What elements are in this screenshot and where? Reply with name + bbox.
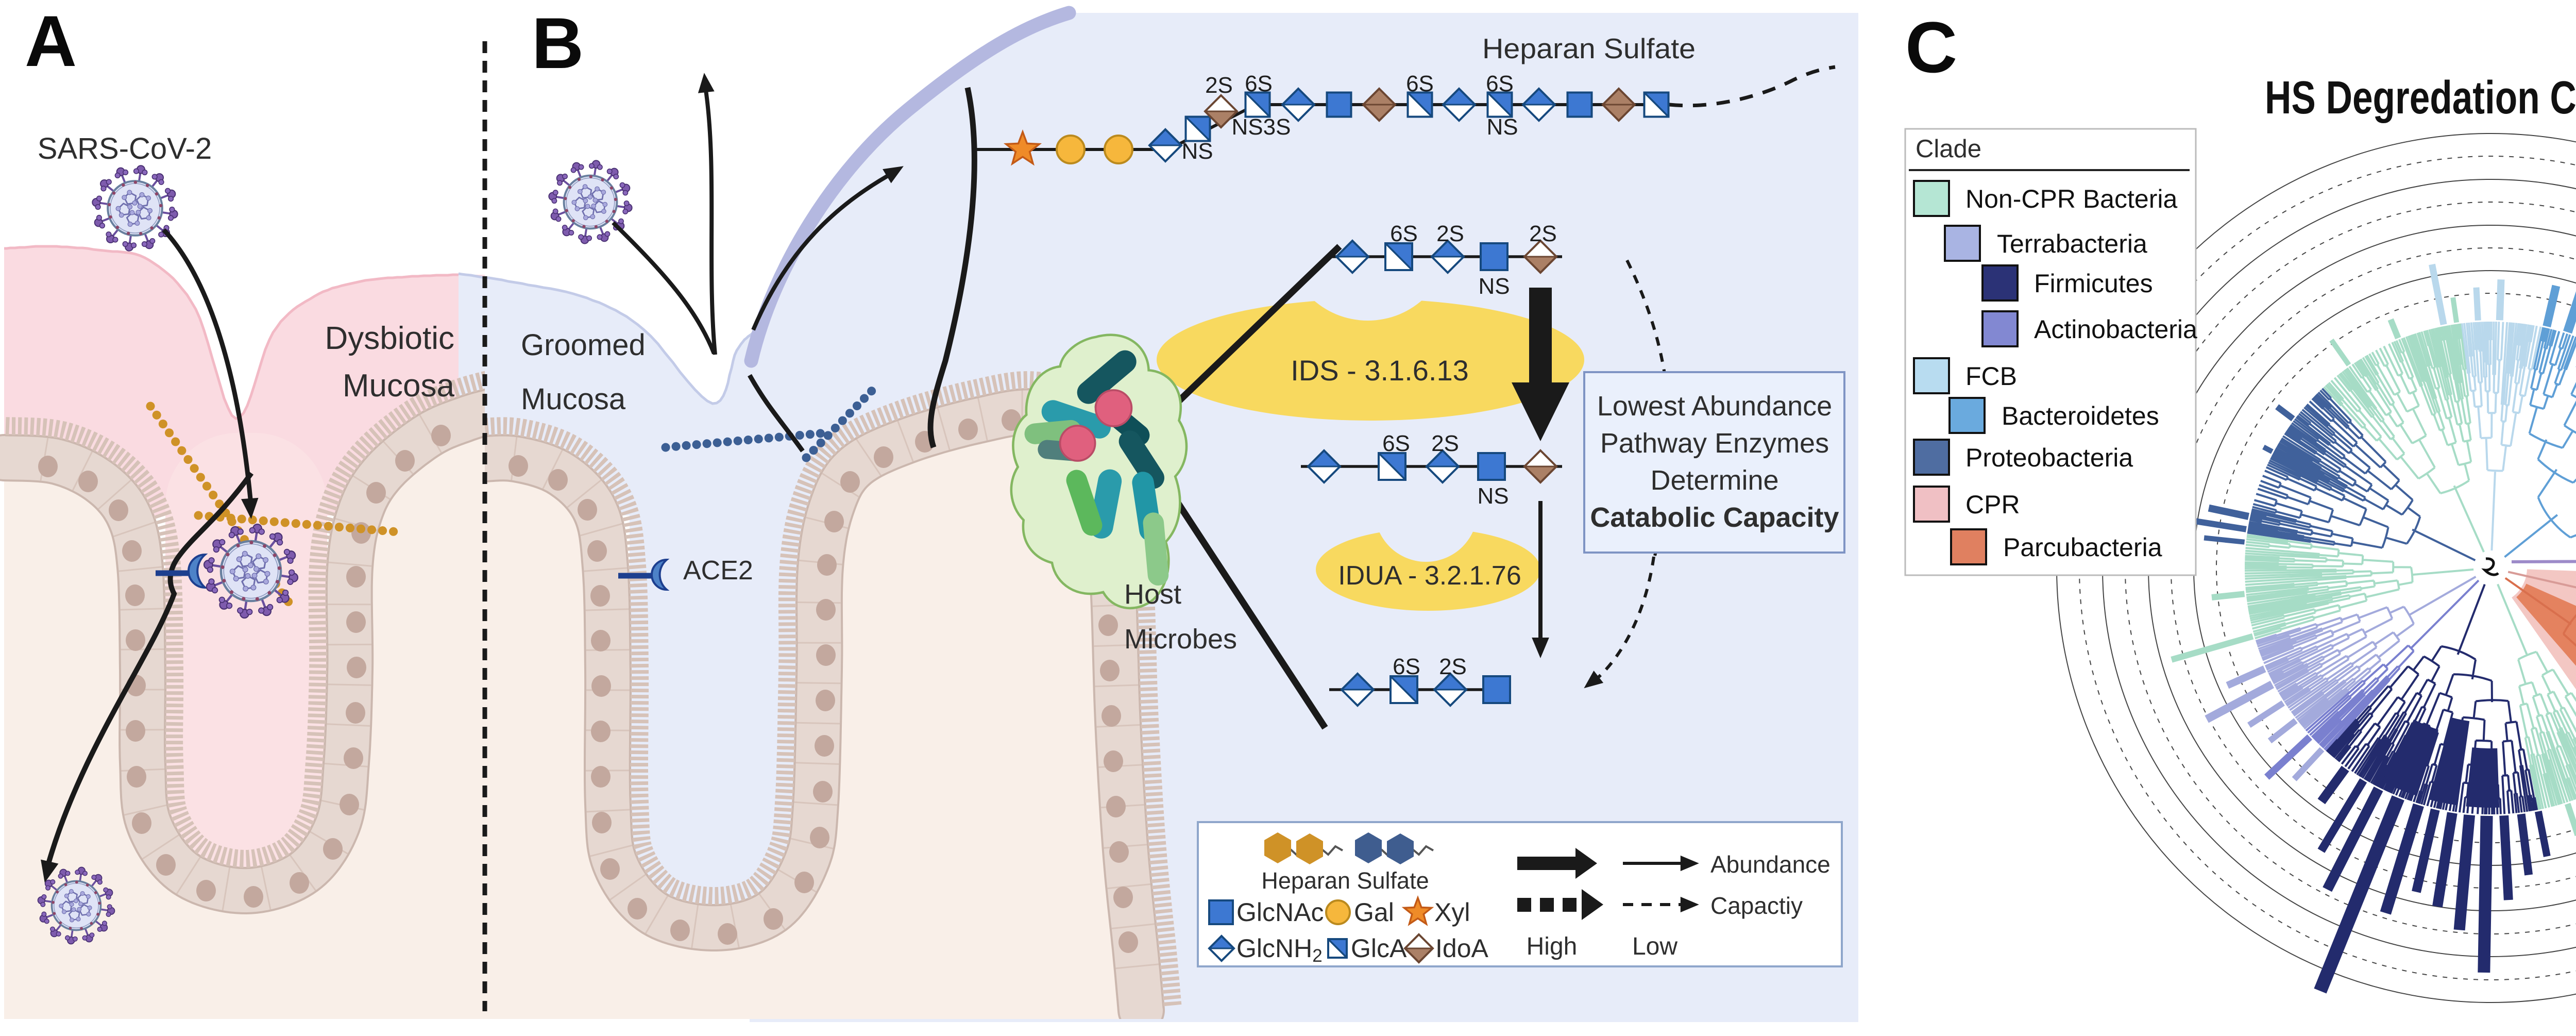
svg-text:NS3S: NS3S bbox=[1232, 114, 1291, 140]
svg-text:6S: 6S bbox=[1245, 71, 1273, 96]
svg-text:Capactiy: Capactiy bbox=[1710, 892, 1803, 919]
svg-text:Pathway Enzymes: Pathway Enzymes bbox=[1600, 428, 1829, 459]
svg-text:Groomed: Groomed bbox=[521, 328, 646, 362]
svg-text:6S: 6S bbox=[1393, 654, 1420, 679]
svg-text:Low: Low bbox=[1632, 933, 1677, 960]
svg-text:6S: 6S bbox=[1486, 71, 1514, 96]
svg-text:2S: 2S bbox=[1436, 221, 1464, 246]
svg-text:Microbes: Microbes bbox=[1124, 624, 1237, 655]
svg-text:2S: 2S bbox=[1205, 73, 1233, 98]
svg-text:IDUA - 3.2.1.76: IDUA - 3.2.1.76 bbox=[1338, 561, 1521, 591]
svg-text:Terrabacteria: Terrabacteria bbox=[1997, 229, 2147, 258]
svg-text:Actinobacteria: Actinobacteria bbox=[2034, 315, 2197, 344]
svg-text:A: A bbox=[25, 1, 77, 81]
svg-text:CPR: CPR bbox=[1965, 490, 2020, 519]
svg-text:6S: 6S bbox=[1390, 221, 1418, 246]
svg-text:6S: 6S bbox=[1406, 71, 1434, 96]
svg-text:Firmicutes: Firmicutes bbox=[2034, 269, 2153, 298]
svg-text:2S: 2S bbox=[1439, 654, 1467, 679]
svg-text:NS: NS bbox=[1486, 114, 1518, 140]
svg-text:Catabolic Capacity: Catabolic Capacity bbox=[1590, 502, 1839, 533]
svg-text:Host: Host bbox=[1124, 579, 1181, 610]
svg-text:NS: NS bbox=[1477, 483, 1509, 509]
svg-text:2S: 2S bbox=[1431, 431, 1459, 456]
svg-text:NS: NS bbox=[1181, 139, 1213, 164]
svg-text:NS: NS bbox=[1478, 274, 1510, 299]
svg-text:FCB: FCB bbox=[1965, 362, 2017, 391]
svg-text:Clade: Clade bbox=[1916, 135, 1981, 163]
svg-text:C: C bbox=[1905, 7, 1957, 88]
svg-text:Bacteroidetes: Bacteroidetes bbox=[2002, 402, 2159, 430]
svg-text:ACE2: ACE2 bbox=[683, 556, 753, 586]
svg-text:Proteobacteria: Proteobacteria bbox=[1965, 443, 2133, 472]
svg-text:Xyl: Xyl bbox=[1434, 898, 1470, 927]
svg-text:Non-CPR Bacteria: Non-CPR Bacteria bbox=[1965, 185, 2177, 213]
svg-text:GlcNAc: GlcNAc bbox=[1236, 898, 1324, 927]
svg-text:Parcubacteria: Parcubacteria bbox=[2003, 533, 2162, 562]
svg-text:Abundance: Abundance bbox=[1710, 851, 1831, 878]
svg-text:Mucosa: Mucosa bbox=[343, 368, 455, 404]
svg-text:GlcNH2: GlcNH2 bbox=[1236, 934, 1323, 966]
svg-text:6S: 6S bbox=[1382, 431, 1410, 456]
svg-text:IdoA: IdoA bbox=[1435, 934, 1489, 963]
svg-text:B: B bbox=[532, 3, 584, 83]
svg-text:Determine: Determine bbox=[1650, 465, 1778, 496]
svg-text:GlcA: GlcA bbox=[1351, 934, 1407, 963]
svg-text:Lowest Abundance: Lowest Abundance bbox=[1597, 391, 1832, 422]
svg-text:Heparan Sulfate: Heparan Sulfate bbox=[1261, 867, 1429, 894]
svg-text:High: High bbox=[1527, 933, 1578, 960]
svg-text:IDS - 3.1.6.13: IDS - 3.1.6.13 bbox=[1291, 354, 1469, 387]
svg-text:Dysbiotic: Dysbiotic bbox=[325, 321, 454, 356]
svg-text:Mucosa: Mucosa bbox=[521, 382, 626, 416]
svg-text:2S: 2S bbox=[1529, 221, 1557, 246]
svg-text:SARS-CoV-2: SARS-CoV-2 bbox=[38, 132, 212, 165]
svg-text:HS Degredation Capacity: HS Degredation Capacity bbox=[2265, 72, 2576, 124]
svg-text:Heparan Sulfate: Heparan Sulfate bbox=[1482, 32, 1696, 64]
svg-text:Gal: Gal bbox=[1354, 898, 1394, 927]
